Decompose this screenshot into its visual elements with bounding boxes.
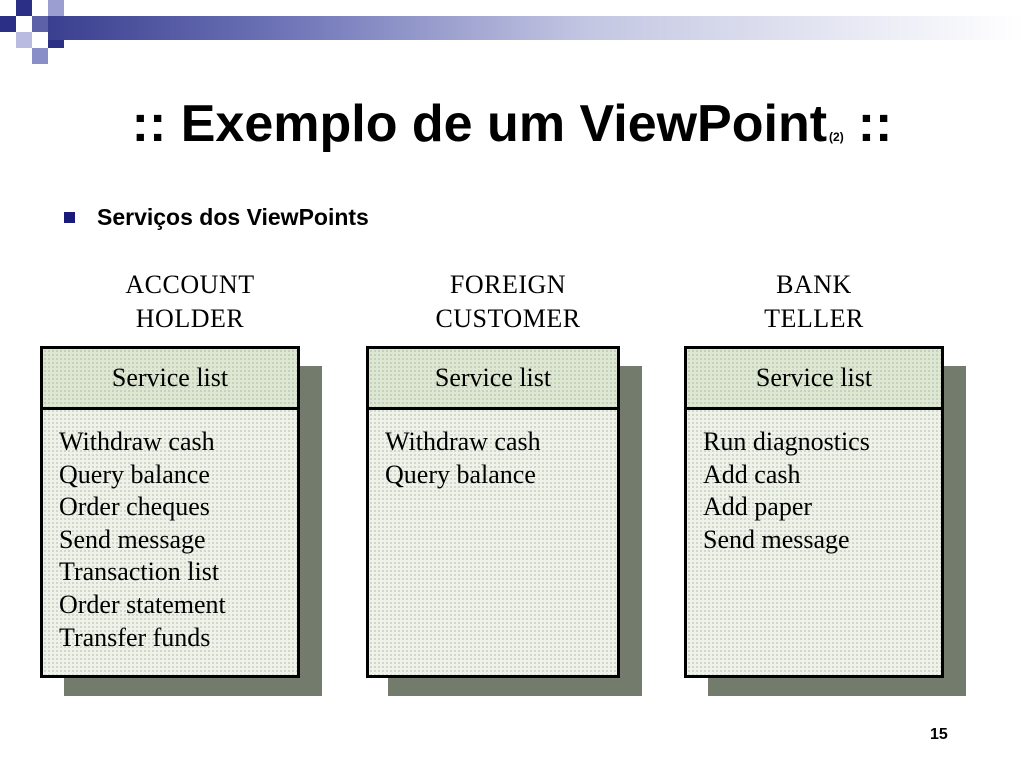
slide-title: :: Exemplo de um ViewPoint(2):: bbox=[0, 98, 1024, 150]
service-list-header: Service list bbox=[369, 349, 617, 410]
column-title-bank-teller: BANK TELLER bbox=[664, 268, 964, 336]
list-item: Run diagnostics bbox=[703, 427, 870, 456]
list-item: Add cash bbox=[703, 459, 801, 489]
column-title-line: TELLER bbox=[764, 303, 864, 333]
list-item: Withdraw cash bbox=[385, 427, 541, 456]
list-item: Withdraw cash bbox=[59, 427, 215, 456]
service-list-header: Service list bbox=[43, 349, 297, 410]
corner-decoration bbox=[0, 0, 80, 64]
service-box: Service list Withdraw cash Query balance… bbox=[40, 346, 300, 678]
service-list-header: Service list bbox=[687, 349, 941, 410]
column-title-line: HOLDER bbox=[135, 303, 245, 333]
list-item: Query balance bbox=[385, 459, 536, 489]
title-main: :: Exemplo de um ViewPoint bbox=[131, 95, 828, 153]
bullet-item: Serviços dos ViewPoints bbox=[64, 204, 369, 231]
list-item: Query balance bbox=[59, 459, 210, 489]
service-box: Service list Run diagnostics Add cash Ad… bbox=[684, 346, 944, 678]
bullet-square-icon bbox=[64, 212, 75, 223]
list-item: Transfer funds bbox=[59, 622, 211, 652]
title-suffix: :: bbox=[857, 95, 893, 153]
column-title-line: FOREIGN bbox=[449, 270, 567, 299]
service-list: Withdraw cash Query balance bbox=[369, 410, 617, 491]
list-item: Order statement bbox=[59, 589, 226, 619]
service-list: Withdraw cash Query balance Order cheque… bbox=[43, 410, 297, 654]
column-title-line: BANK bbox=[776, 270, 852, 299]
column-title-account-holder: ACCOUNT HOLDER bbox=[40, 268, 340, 336]
bullet-text: Serviços dos ViewPoints bbox=[97, 204, 369, 230]
list-item: Send message bbox=[59, 524, 206, 554]
header-gradient-bar bbox=[48, 16, 1024, 40]
column-title-line: CUSTOMER bbox=[435, 303, 581, 333]
column-title-line: ACCOUNT bbox=[125, 270, 255, 299]
page-number: 15 bbox=[930, 726, 948, 743]
list-item: Transaction list bbox=[59, 557, 220, 587]
list-item: Send message bbox=[703, 524, 850, 554]
column-title-foreign-customer: FOREIGN CUSTOMER bbox=[358, 268, 658, 336]
service-list: Run diagnostics Add cash Add paper Send … bbox=[687, 410, 941, 556]
list-item: Order cheques bbox=[59, 492, 210, 522]
title-subscript: (2) bbox=[829, 130, 844, 144]
service-box: Service list Withdraw cash Query balance bbox=[366, 346, 620, 678]
list-item: Add paper bbox=[703, 492, 813, 522]
